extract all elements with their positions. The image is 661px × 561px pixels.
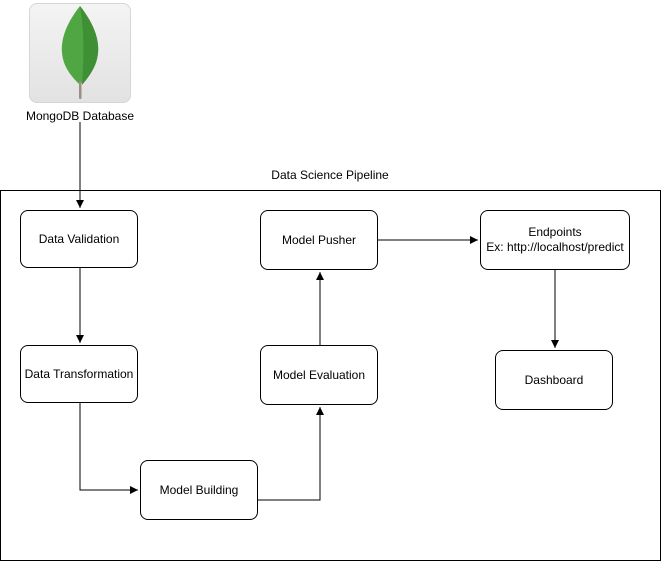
model-pusher-label: Model Pusher xyxy=(281,232,357,247)
mongodb-leaf-icon xyxy=(29,3,131,103)
data-validation-node[interactable]: Data Validation xyxy=(20,210,138,268)
dashboard-label: Dashboard xyxy=(524,372,584,387)
model-building-node[interactable]: Model Building xyxy=(140,460,258,520)
model-building-label: Model Building xyxy=(159,482,239,497)
endpoints-example: Ex: http://localhost/predict xyxy=(486,240,624,254)
database-label: MongoDB Database xyxy=(25,109,135,123)
pipeline-title: Data Science Pipeline xyxy=(271,168,389,182)
endpoints-title: Endpoints xyxy=(528,225,582,239)
data-validation-label: Data Validation xyxy=(38,231,120,246)
model-pusher-node[interactable]: Model Pusher xyxy=(260,210,378,270)
model-evaluation-label: Model Evaluation xyxy=(272,367,366,382)
data-transformation-node[interactable]: Data Transformation xyxy=(20,345,138,403)
data-transformation-label: Data Transformation xyxy=(24,366,134,381)
dashboard-node[interactable]: Dashboard xyxy=(495,350,613,410)
endpoints-node[interactable]: Endpoints Ex: http://localhost/predict xyxy=(480,210,630,270)
model-evaluation-node[interactable]: Model Evaluation xyxy=(260,345,378,405)
